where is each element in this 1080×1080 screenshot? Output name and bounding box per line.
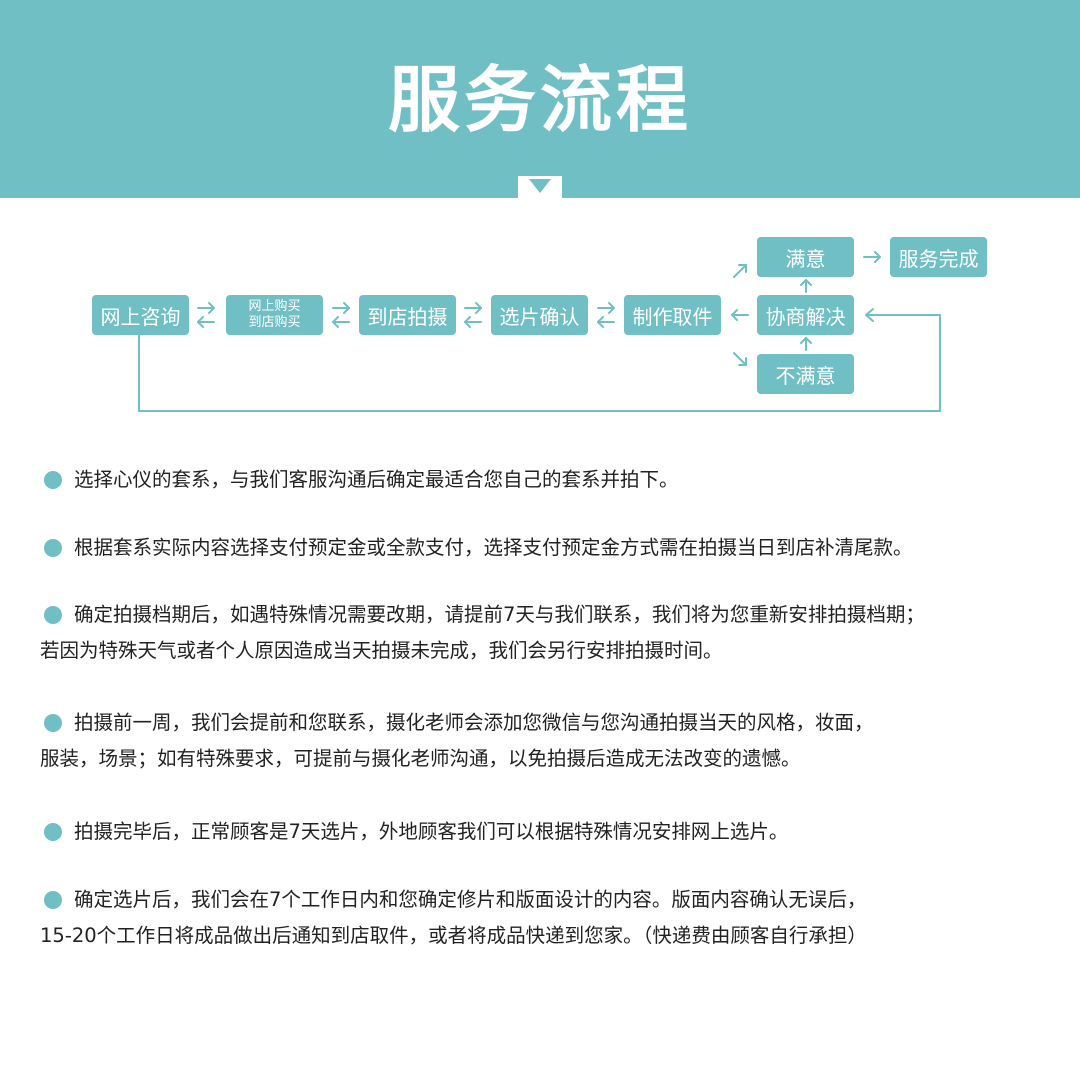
note-line: 根据套系实际内容选择支付预定金或全款支付，选择支付预定金方式需在拍摄当日到店补清…: [74, 536, 913, 559]
process-flowchart: 网上咨询 网上购买 到店购买 到店拍摄 选片确认 制作取件 协商解决 满意 不满…: [0, 220, 1080, 420]
note-line: 确定拍摄档期后，如遇特殊情况需要改期，请提前7天与我们联系，我们将为您重新安排拍…: [74, 603, 925, 626]
note-text: 根据套系实际内容选择支付预定金或全款支付，选择支付预定金方式需在拍摄当日到店补清…: [74, 530, 1064, 566]
arrow-dissatisfied-up: [800, 337, 812, 351]
down-triangle-icon: [529, 179, 551, 193]
arrow-pair-1: [197, 302, 215, 328]
note-text: 确定拍摄档期后，如遇特殊情况需要改期，请提前7天与我们联系，我们将为您重新安排拍…: [40, 597, 1064, 669]
note-text: 确定选片后，我们会在7个工作日内和您确定修片和版面设计的内容。版面内容确认无误后…: [40, 882, 1064, 954]
bullet-dot-icon: [44, 606, 62, 624]
note-text: 拍摄完毕后，正常顾客是7天选片，外地顾客我们可以根据特殊情况安排网上选片。: [74, 814, 1064, 850]
step-select-photos: 选片确认: [491, 295, 588, 335]
note-line: 确定选片后，我们会在7个工作日内和您确定修片和版面设计的内容。版面内容确认无误后…: [74, 888, 867, 911]
note-line: 15-20个工作日将成品做出后通知到店取件，或者将成品快递到您家。（快递费由顾客…: [40, 924, 867, 947]
header-notch: [518, 176, 562, 198]
arrow-pair-4: [597, 302, 615, 328]
arrow-pair-3: [464, 302, 482, 328]
step-buy-instore: 到店购买: [248, 315, 301, 330]
step-negotiate: 协商解决: [757, 295, 854, 335]
step-instore-shoot: 到店拍摄: [359, 295, 456, 335]
arrow-down-right: [733, 352, 747, 366]
note-line: 若因为特殊天气或者个人原因造成当天拍摄未完成，我们会另行安排拍摄时间。: [40, 639, 723, 662]
note-line: 拍摄前一周，我们会提前和您联系，摄化老师会添加您微信与您沟通拍摄当天的风格，妆面…: [74, 711, 874, 734]
note-line: 拍摄完毕后，正常顾客是7天选片，外地顾客我们可以根据特殊情况安排网上选片。: [74, 820, 789, 843]
bullet-dot-icon: [44, 539, 62, 557]
arrow-satisfied-to-done: [863, 251, 881, 263]
step-online-consult: 网上咨询: [92, 295, 189, 335]
step-service-complete: 服务完成: [890, 237, 987, 277]
header-banner: 服务流程: [0, 0, 1080, 198]
arrow-up-right: [733, 264, 747, 278]
bullet-dot-icon: [44, 471, 62, 489]
bullet-dot-icon: [44, 891, 62, 909]
bullet-dot-icon: [44, 823, 62, 841]
arrow-pair-2: [332, 302, 350, 328]
flow-connectors: [138, 251, 941, 412]
step-buy: 网上购买 到店购买: [226, 295, 323, 335]
step-dissatisfied: 不满意: [757, 354, 854, 394]
arrow-negotiate-to-make: [731, 309, 749, 321]
arrow-negotiate-up: [800, 279, 812, 293]
step-make-pickup: 制作取件: [624, 295, 721, 335]
return-loop-line: [138, 308, 941, 412]
bullet-dot-icon: [44, 714, 62, 732]
note-line: 服装，场景；如有特殊要求，可提前与摄化老师沟通，以免拍摄后造成无法改变的遗憾。: [40, 747, 801, 770]
page-title: 服务流程: [387, 58, 692, 142]
step-satisfied: 满意: [757, 237, 854, 277]
note-line: 选择心仪的套系，与我们客服沟通后确定最适合您自己的套系并拍下。: [74, 468, 679, 491]
note-text: 选择心仪的套系，与我们客服沟通后确定最适合您自己的套系并拍下。: [74, 462, 1064, 498]
step-buy-online: 网上购买: [248, 299, 301, 314]
note-text: 拍摄前一周，我们会提前和您联系，摄化老师会添加您微信与您沟通拍摄当天的风格，妆面…: [40, 705, 1064, 777]
